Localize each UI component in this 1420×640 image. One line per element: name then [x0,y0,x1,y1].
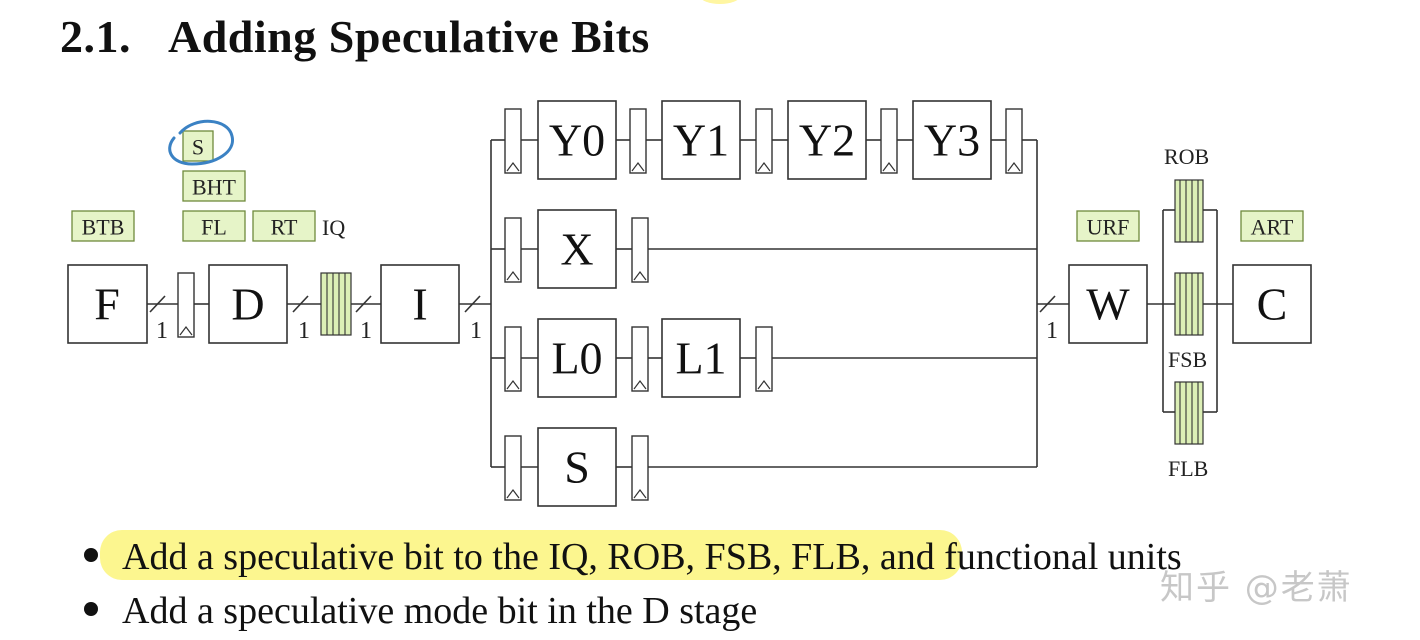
tag-speculative-bit: S [182,130,214,162]
svg-text:URF: URF [1087,215,1130,240]
pipeline-latch [631,326,649,392]
highlight-mark [100,530,962,580]
stage-label: I [412,279,427,330]
finished-store-buffer [1174,272,1204,336]
svg-text:FL: FL [201,215,227,240]
pipeline-latch [755,326,773,392]
stage-label: L1 [675,333,726,384]
pipeline-latch [504,326,522,392]
pipe-wires [520,139,1069,468]
stage-label: D [231,279,264,330]
bus-width-label: 1 [470,318,482,344]
bullet-text: Add a speculative bit to the IQ, ROB, FS… [122,536,1182,578]
highlight-mark [700,0,740,4]
stage-label: L0 [551,333,602,384]
stage-x: X [537,209,617,289]
pipeline-latch [1005,108,1023,174]
stage-decode: D [208,264,288,344]
pipeline-latch [631,217,649,283]
svg-text:ART: ART [1251,215,1294,240]
label-flb: FLB [1168,456,1208,481]
stage-commit: C [1232,264,1312,344]
bus-width-label: 1 [156,318,168,344]
label-iq: IQ [322,215,345,240]
stage-s: S [537,427,617,507]
tag-urf: URF [1076,210,1140,242]
stage-fetch: F [67,264,148,344]
bus-width-label: 1 [1046,318,1058,344]
stage-label: Y2 [799,115,855,166]
stage-label: S [564,442,590,493]
pipeline-latch [629,108,647,174]
section-number: 2.1. [60,11,131,62]
tag-btb: BTB [71,210,135,242]
stage-label: Y0 [549,115,605,166]
backend-wires [1147,209,1233,413]
bullet-list: Add a speculative bit to the IQ, ROB, FS… [80,530,1182,638]
pipeline-latch [631,435,649,501]
svg-text:S: S [192,135,204,160]
watermark: 知乎 @老萧 [1160,568,1353,608]
reorder-buffer [1174,179,1204,243]
stage-writeback: W [1068,264,1148,344]
tag-fl: FL [182,210,246,242]
pipeline-latch [755,108,773,174]
bullet-dot [84,602,98,616]
issue-queue [320,272,352,336]
bus-width-label: 1 [298,318,310,344]
tag-bht: BHT [182,170,246,202]
bullet-item: Add a speculative mode bit in the D stag… [80,584,1182,638]
stage-y0: Y0 [537,100,617,180]
stage-label: W [1086,279,1130,330]
stage-label: Y1 [673,115,729,166]
pipeline-latch [880,108,898,174]
stage-y3: Y3 [912,100,992,180]
svg-text:BTB: BTB [82,215,125,240]
stage-label: X [560,224,593,275]
pipeline-latch [504,108,522,174]
svg-text:RT: RT [271,215,298,240]
stage-label: C [1257,279,1288,330]
stage-label: F [94,279,120,330]
pipeline-latch [177,272,195,338]
label-rob: ROB [1164,144,1209,169]
pipeline-latch [504,217,522,283]
stage-l1: L1 [661,318,741,398]
pipeline-diagram: 1 1 1 1 1 [67,100,1312,507]
tag-art: ART [1240,210,1304,242]
stage-l0: L0 [537,318,617,398]
stage-label: Y3 [924,115,980,166]
label-fsb: FSB [1168,347,1207,372]
tag-rt: RT [252,210,316,242]
bus-width-marks: 1 1 1 1 1 [149,295,1058,344]
bullet-text: Add a speculative mode bit in the D stag… [122,590,758,632]
annotation-circle [168,119,234,166]
stage-y2: Y2 [787,100,867,180]
stage-y1: Y1 [661,100,741,180]
section-title: Adding Speculative Bits [168,11,650,62]
section-heading: 2.1. Adding Speculative Bits [60,10,650,63]
bullet-dot [84,548,98,562]
svg-text:BHT: BHT [192,175,237,200]
bullet-item: Add a speculative bit to the IQ, ROB, FS… [80,530,1182,584]
free-list-buffer [1174,381,1204,445]
frontend-wires [147,139,505,468]
pipeline-latch [504,435,522,501]
stage-issue: I [380,264,460,344]
bus-width-label: 1 [360,318,372,344]
